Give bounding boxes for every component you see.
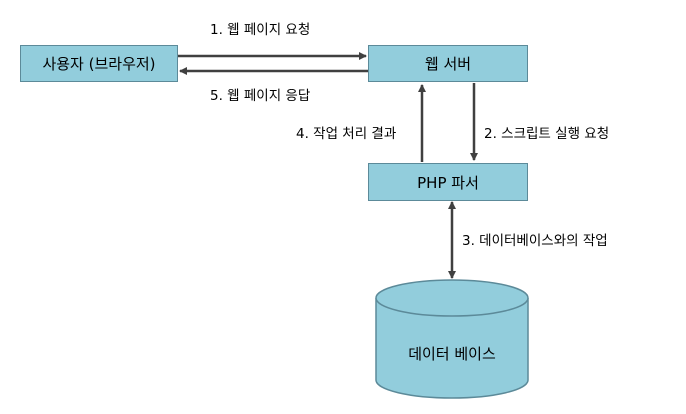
edge-label-request-script: 2. 스크립트 실행 요청: [484, 126, 610, 142]
web-server-node: 웹 서버: [368, 45, 528, 82]
edge-label-work-result: 4. 작업 처리 결과: [296, 126, 397, 142]
user-browser-label: 사용자 (브라우저): [42, 55, 156, 73]
edge-label-db-work: 3. 데이터베이스와의 작업: [462, 233, 608, 249]
database-label: 데이터 베이스: [408, 345, 496, 363]
php-parser-label: PHP 파서: [417, 173, 479, 192]
web-server-label: 웹 서버: [424, 55, 472, 73]
user-browser-node: 사용자 (브라우저): [20, 45, 178, 82]
edge-label-response-page: 5. 웹 페이지 응답: [210, 88, 311, 104]
php-parser-node: PHP 파서: [368, 163, 528, 201]
edge-label-request-page: 1. 웹 페이지 요청: [210, 22, 311, 38]
database-cylinder: [375, 279, 529, 399]
